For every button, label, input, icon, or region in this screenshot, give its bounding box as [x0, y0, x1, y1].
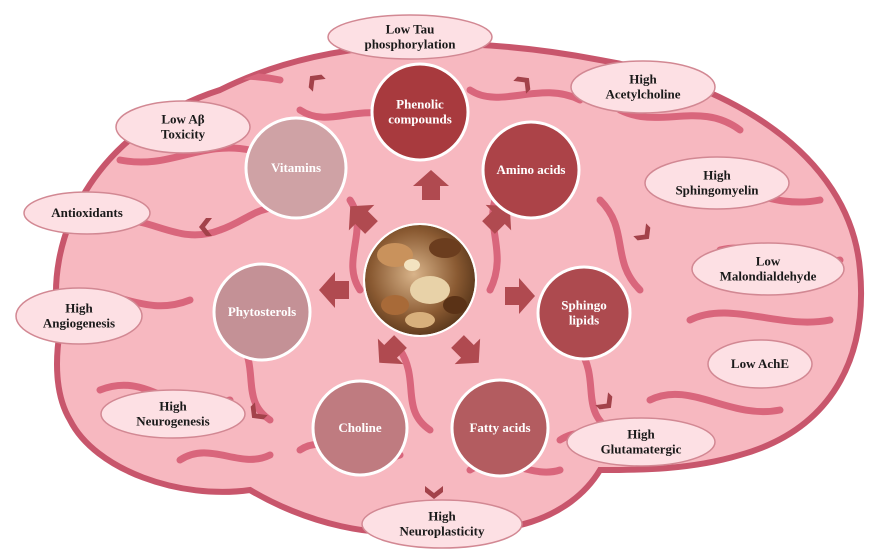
effect-antioxidants: Antioxidants [24, 192, 150, 234]
component-label: Choline [338, 420, 382, 435]
component-label: Fatty acids [469, 420, 530, 435]
effect-label: Low AchE [731, 356, 789, 371]
effect-low-ache: Low AchE [708, 340, 812, 388]
component-vitamins: Vitamins [246, 118, 346, 218]
component-fatty-acids: Fatty acids [452, 380, 548, 476]
component-label: Amino acids [497, 162, 566, 177]
component-label: Phytosterols [228, 304, 296, 319]
component-amino-acids: Amino acids [483, 122, 579, 218]
component-phytosterols: Phytosterols [214, 264, 310, 360]
component-choline: Choline [313, 381, 407, 475]
component-label: Vitamins [271, 160, 321, 175]
effect-label: Antioxidants [51, 205, 123, 220]
